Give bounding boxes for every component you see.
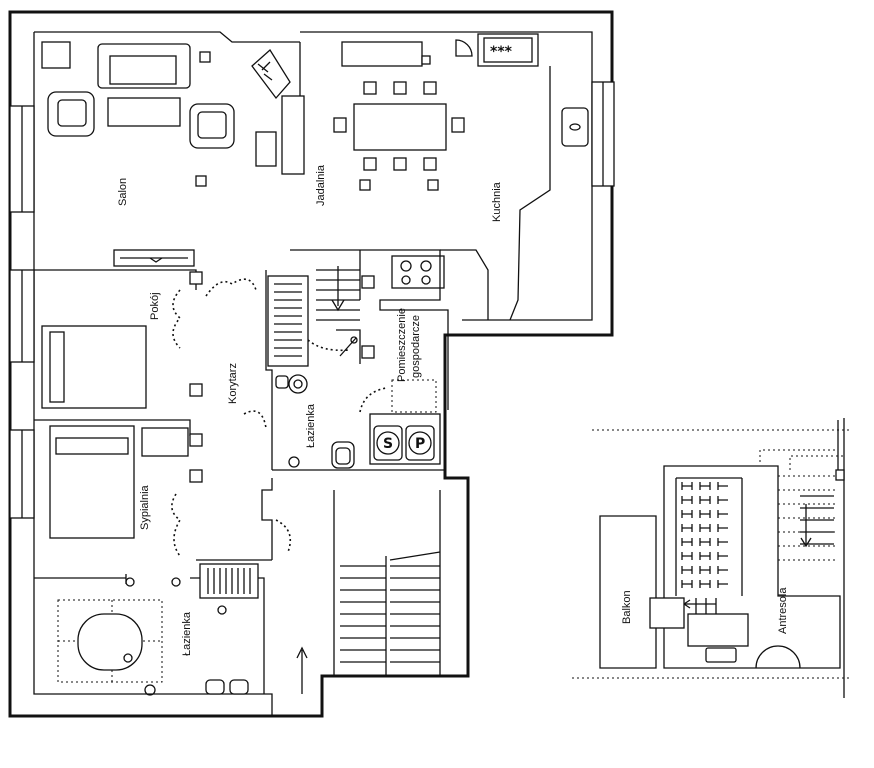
dining-table xyxy=(353,103,447,151)
washer-label: S xyxy=(383,436,393,452)
salon-area: Salon xyxy=(41,41,305,267)
wardrobe xyxy=(267,275,309,367)
plant-box xyxy=(41,41,71,69)
interior-walls xyxy=(34,249,449,694)
entry-arrow-up-icon xyxy=(296,646,308,659)
stair-arrow-down-antresola-icon xyxy=(800,537,812,548)
tv-stand xyxy=(255,131,277,167)
main-bathroom: Łazienka xyxy=(57,563,259,696)
room-label-lazienka-main: Łazienka xyxy=(181,611,193,656)
ladder-box xyxy=(649,597,685,629)
room-label-antresola: Antresola xyxy=(777,587,789,634)
sideboard xyxy=(341,41,423,67)
kuchnia-area: *** Kuchnia xyxy=(391,33,589,321)
counter xyxy=(281,95,305,175)
room-label-kuchnia: Kuchnia xyxy=(491,181,503,222)
room-label-sypialnia: Sypialnia xyxy=(139,484,151,530)
desk xyxy=(141,427,189,457)
door-swings xyxy=(171,278,387,557)
jadalnia-area: Jadalnia xyxy=(315,41,465,206)
ladder-arrow-left-icon xyxy=(683,599,691,609)
coffee-table xyxy=(107,97,181,127)
room-label-pokoj: Pokój xyxy=(149,292,161,320)
room-label-pomieszczenie-2: gospodarcze xyxy=(410,315,422,378)
stair-arrow-down-icon xyxy=(331,299,345,312)
washer-icon xyxy=(376,431,400,455)
room-label-pomieszczenie-1: Pomieszczenie xyxy=(396,308,408,382)
bedrooms: Sypialnia xyxy=(41,325,189,539)
stove-marks: *** xyxy=(490,44,513,60)
antresola-plan: Balkon Antresola xyxy=(572,418,850,698)
room-label-jadalnia: Jadalnia xyxy=(315,164,327,206)
stairwell xyxy=(296,490,441,694)
dryer-icon xyxy=(408,431,432,455)
bathtub xyxy=(77,613,143,671)
antresola-desk xyxy=(687,613,749,647)
utility-room: S P Pomieszczenie gospodarcze xyxy=(369,308,441,465)
windows-left xyxy=(9,81,615,519)
cooktop xyxy=(391,255,445,289)
room-label-korytarz: Korytarz xyxy=(227,363,239,404)
sink xyxy=(561,107,589,147)
corridor-stairs: Pokój Korytarz xyxy=(149,266,375,483)
cabinet xyxy=(199,563,259,599)
fireplace xyxy=(251,49,291,100)
room-label-salon: Salon xyxy=(117,178,129,206)
door-swing-kitchen xyxy=(455,39,473,57)
small-bathroom: Łazienka xyxy=(275,329,361,469)
room-label-lazienka-small: Łazienka xyxy=(305,403,317,448)
dryer-label: P xyxy=(415,436,425,452)
room-label-balkon: Balkon xyxy=(621,590,633,624)
